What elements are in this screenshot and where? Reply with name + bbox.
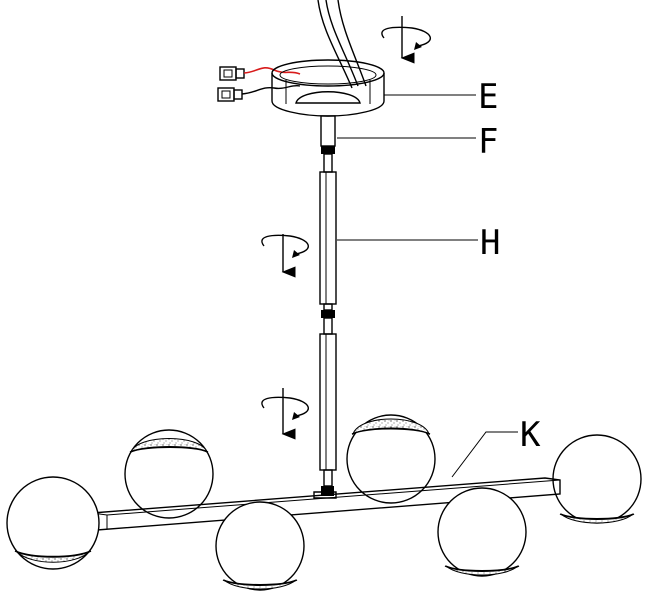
label-frame: K xyxy=(520,415,541,455)
label-canopy: E xyxy=(478,77,498,117)
canopy xyxy=(271,59,385,117)
leader-lines xyxy=(337,94,518,478)
terminal-blocks xyxy=(217,66,301,102)
lower-rod xyxy=(319,333,337,496)
globe-left-back xyxy=(124,429,214,519)
upper-rod xyxy=(319,171,337,335)
label-fitting: F xyxy=(478,122,498,162)
fitting xyxy=(320,115,336,173)
supply-cables xyxy=(317,0,367,89)
globe-far-left xyxy=(6,476,100,570)
rotate-arrow-icon-mid xyxy=(261,234,309,278)
rotate-arrow-icon-low xyxy=(261,388,309,440)
globe-center-right xyxy=(437,487,527,577)
globe-center-left xyxy=(215,501,305,591)
globe-right-back xyxy=(552,434,642,524)
globe-center-back xyxy=(346,414,436,504)
label-rod: H xyxy=(480,223,500,263)
rotate-arrow-icon-top xyxy=(381,16,431,64)
